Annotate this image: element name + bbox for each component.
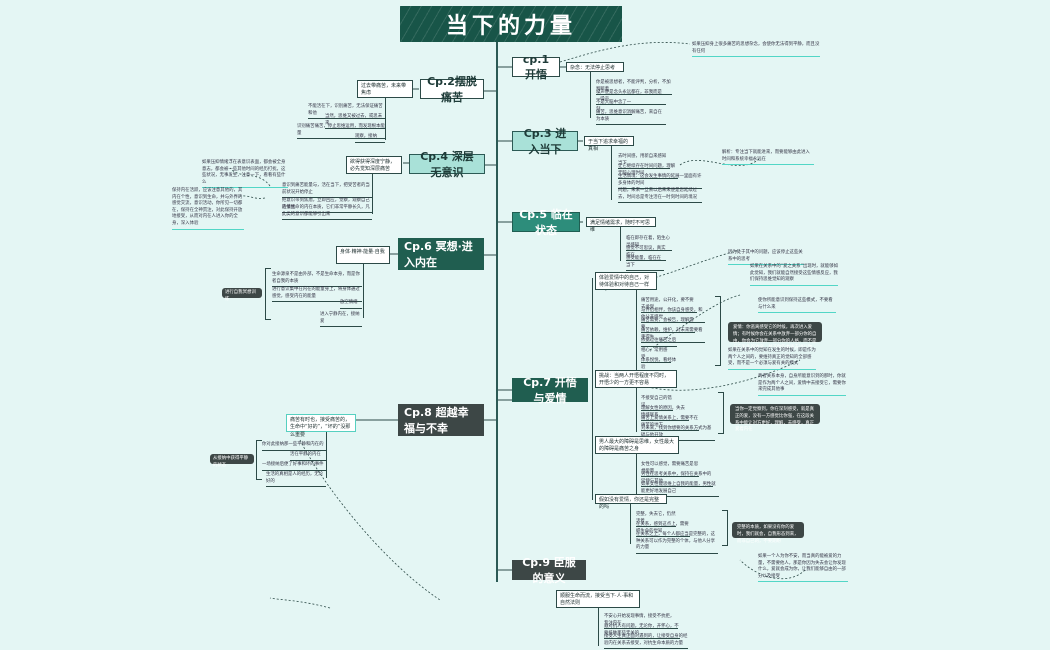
chapter-7-note: 两者关系本身，自身所能意识到的那时，你就是作为两个人之间，爱情中去接受它，需要你…: [758, 374, 846, 396]
chapter-3-note: 解析：专注当下就能进来，而要能够由此进入时间和系统幸福永远在: [722, 150, 814, 166]
chapter-1-leaf: 痛苦，思维意识消解痛苦，来自在为本质: [596, 110, 666, 126]
chapter-6-node[interactable]: Cp.6 冥想·进入内在: [398, 238, 484, 270]
chapter-7-dark-note: 爱情：你逃离感受它的时候，再次进入爱情；有时候你会在关系中放弃一部分你的自由，你…: [728, 322, 822, 350]
chapter-3-leaf: 去时间感，用新自来感知当下: [618, 154, 670, 170]
chapter-7-note: 如果在关系中的觉知在发生的时候，即是作为两个人之间的，要维持真正的觉知的全部感受…: [728, 348, 816, 370]
chapter-7-leaf: 痛苦用途，公开化，要不要去承受: [641, 298, 697, 314]
chapter-7-leaf: 痛苦上爱情关系上，需要不在痛苦的地方: [641, 416, 699, 432]
chapter-3-leaf: 问题，未来一旦去以后未来便是您延续过去，时间总是专注活在一时刻时间的境况: [618, 188, 702, 204]
chapter-7-leaf: 在关系之上，每个人都应当是完整的，这种关系可以作为完整的个体，与他人分享的力量: [636, 532, 718, 554]
chapter-3-node[interactable]: Cp.3 进入当下: [512, 127, 578, 156]
chapter-6-side-label: 进行自我冥想训练: [222, 288, 262, 302]
chapter-7-leaf: 在关系，感到这点上，需要把生命的觉知: [636, 522, 690, 538]
chapter-1-topic[interactable]: 杂念：无法停止思考: [566, 62, 624, 72]
chapter-7-leaf: 女性可以感觉，需要痛苦是思想能量: [641, 462, 699, 478]
chapter-6-leaf: 进行意识集中在内在的能量身上，将身体通过感觉，感受内在的能量: [272, 287, 362, 303]
chapter-4-leaf: 把意识带到焦虑，立即回应，觉察，观察自己的情绪: [282, 198, 372, 214]
chapter-7-leaf: 不接受自己的错误: [641, 396, 673, 412]
chapter-9-leaf: 不安心开始发现事情，接受不抗拒，专注内在: [604, 614, 678, 630]
chapter-7-note: 如果一个人为你不安，而当真的能被爱的力量，不需要他人，那是你因为失去会让你发现什…: [758, 554, 848, 583]
chapter-7-group-4-topic[interactable]: 假如没有爱情，你还是完整的吗: [595, 494, 667, 510]
chapter-5-leaf: 临在即存在着，陌生心灵感知: [626, 236, 672, 252]
chapter-4-topic[interactable]: 欲得获得深度宁静，必先觉知深层痛苦: [346, 156, 402, 174]
chapter-7-leaf: 依据过往痛苦之后: [641, 338, 677, 347]
chapter-4-note-top: 如果压抑情绪浮在表意识表面，都会被全身意志，都会被一些其他时间的经历打扰，这些状…: [202, 160, 288, 189]
chapter-2-topic[interactable]: 过去带痛苦，未来带焦虑: [357, 80, 413, 98]
chapter-5-topic[interactable]: 满足情绪需求，随时不可思维: [586, 217, 656, 233]
chapter-5-leaf: 感受能量，临在在当下: [626, 256, 664, 272]
chapter-4-node[interactable]: Cp.4 深层无意识: [409, 150, 485, 179]
chapter-7-note: 使你所能意识到保持这些模式，不要看与什么来: [758, 298, 836, 314]
chapter-7-leaf: 痛苦需要，会被告，理解需要: [641, 318, 695, 334]
chapter-7-node[interactable]: Cp.7 开悟与爱情: [512, 376, 588, 405]
chapter-7-leaf: 与伴侣相伴，你该自身感受，和他分开感觉: [641, 308, 705, 324]
chapter-7-leaf: 男性在思考关系中，保持在关系中的延伸与其他: [641, 472, 713, 488]
chapter-7-group-2-topic[interactable]: 挑战：当两人开悟程度不同时，开悟少的一方更不容易: [595, 370, 677, 388]
chapter-9-topic[interactable]: 顺服生命而流，接受当下·人·事和自然法则: [556, 590, 640, 608]
chapter-2-leaf: 不能活在下，识别痛苦，无法保证痛苦和他: [308, 104, 386, 120]
chapter-7-note: 因为处于其中的问题，应该停止这些关系中的思考: [728, 250, 804, 266]
chapter-1-leaf: 你是被思想者，不能评判，分析，不加判断着: [596, 80, 672, 96]
chapter-3-leaf: 生活情境：这会发生事情的延展一里面有许多身体的时间: [618, 174, 702, 190]
chapter-7-note: 如果在关系中的“爱之关系”出现时，就能够如此觉知，我们就能自然接受这些情感反应，…: [750, 264, 838, 286]
chapter-7-dark-note: 完整的本质，如果没有你的爱时，我们就会，自我形态到来，而非自己的，不要期盼: [732, 522, 804, 544]
chapter-6-topic[interactable]: 身体·精神·能量·自我: [336, 246, 390, 264]
chapter-7-leaf: 痛苦依赖，维护，对未来需要看重得失: [641, 328, 705, 344]
chapter-6-leaf: 放空情绪: [340, 300, 362, 309]
chapter-8-topic[interactable]: 痛苦有时也，接受痛苦的，生命中“好的”，“坏的”没那么重要: [286, 414, 356, 438]
chapter-7-leaf: 如果女性能思维上自我的能量，男性就能更好地发展自己: [641, 482, 719, 498]
chapter-8-leaf: 生活的真相是人的经历，无论好的: [266, 472, 326, 488]
chapter-8-side-label: 从接纳中获得平静的状态: [210, 454, 254, 468]
chapter-9-leaf: 顺对抗人有问题，无论你，开怀心，不要抵触那些无关的: [604, 624, 680, 640]
chapter-8-node[interactable]: Cp.8 超越幸福与不幸: [398, 404, 484, 436]
chapter-4-leaf: 意识到痛苦能量与，活在当下，把受苦者的当前状况开始停止: [282, 183, 372, 199]
chapter-7-leaf: 完整，失去它，仍然活着: [636, 512, 676, 528]
chapter-1-leaf: 不是大脑中念了一刻: [596, 100, 632, 116]
chapter-8-leaf: 活在平静的内在: [290, 452, 326, 461]
chapter-1-node[interactable]: cp.1 开悟: [512, 53, 560, 81]
chapter-7-leaf: 相心，常用感受: [641, 348, 671, 364]
chapter-5-node[interactable]: Cp.5 临在状态: [512, 208, 580, 237]
chapter-4-note-left: 保持内在活跃，应该注意其他的，其内在个性，意识到生命，并与外界的感觉交流，意识活…: [172, 188, 244, 230]
chapter-2-node[interactable]: Cp.2摆脱痛苦: [420, 75, 484, 104]
chapter-7-dark-note: 当你一定觉察到，你在深刻感受，就是真正的爱，没有一方感觉比你强，在这段关系中能让…: [730, 404, 820, 432]
trunk-line: [496, 42, 498, 582]
chapter-7-leaf: 理解女性的原因，失去情感联系: [641, 406, 689, 422]
chapter-6-leaf: 进入宁静内在，接纳爱: [320, 312, 362, 328]
chapter-6-leaf: 生命源泉不是由外部，不是生命本身，而是你者自我的本质: [272, 272, 362, 288]
chapter-2-leaf: 当然，思维又被过去，或思未来: [325, 114, 385, 130]
chapter-8-leaf: 一场接纳后便了好事和坏的事件: [262, 462, 326, 471]
map-title: 当下的力量: [400, 6, 622, 42]
chapter-9-node[interactable]: Cp.9 臣服的意义: [512, 556, 586, 585]
chapter-3-topic[interactable]: 于当下追求幸福的真相: [584, 136, 634, 152]
chapter-1-note: 如果压抑身上很多痛苦的思想杂念，会使你无法得到平静，而且没有任何: [692, 42, 820, 58]
chapter-2-leaf: 识别痛苦痛苦，停止思维运用，而发现根本能量: [297, 124, 385, 140]
chapter-9-leaf: 接受人生真正面对遇到的，让接受自身的经验内在关系去接受，对抗生命本质的力量: [604, 634, 688, 650]
chapter-4-leaf: 连接生命的内在本质，它们非常平静长久，凡此类的意识都能够引出来: [282, 205, 372, 221]
chapter-3-leaf: 让它继续存在时间问题，理解无脑心理时间: [618, 164, 678, 180]
chapter-8-leaf: 你对此接纳那一些平静和内在的: [262, 442, 326, 451]
chapter-7-group-3-topic[interactable]: 男人最大的障碍是思维，女性最大的障碍是痛苦之身: [595, 436, 679, 454]
chapter-2-leaf: 观察，接纳: [355, 134, 385, 143]
chapter-1-leaf: 噪声便是念头永远都在，非我而是一噪声: [596, 90, 666, 106]
chapter-7-group-1-topic[interactable]: 体验爱情中的自己，对待体验和对待自己一样: [595, 272, 657, 290]
chapter-5-leaf: 感觉不可思议，真实临在: [626, 246, 666, 262]
